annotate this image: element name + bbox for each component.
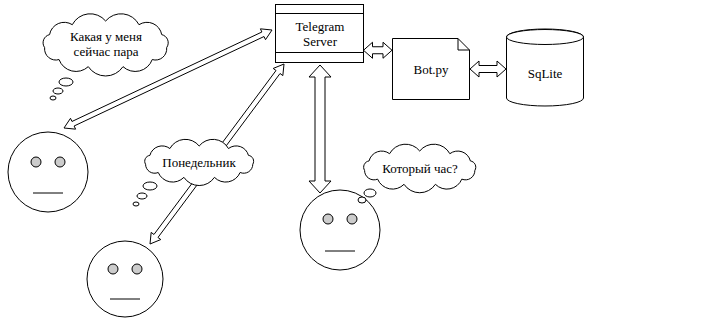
document-fold <box>458 39 470 51</box>
node-label: Telegram Server <box>285 19 355 49</box>
cloud-outline <box>43 13 168 75</box>
band-line <box>276 13 363 14</box>
speech-cloud: Понедельник <box>139 140 259 184</box>
speech-cloud: Какая у меня сейчас пара <box>38 15 173 74</box>
bubble-tail <box>50 78 376 206</box>
document-outline <box>393 39 470 100</box>
node-label: SqLite <box>528 66 563 81</box>
user-face <box>87 241 163 317</box>
user-face <box>300 190 380 270</box>
node-label: Понедельник <box>162 155 235 170</box>
cylinder-top <box>507 29 584 44</box>
script-document: Bot.py <box>392 38 470 100</box>
double-arrow <box>364 42 393 58</box>
user-arrow <box>309 65 331 193</box>
database-cylinder: SqLite <box>506 29 584 106</box>
double-arrow <box>470 61 506 77</box>
node-label: Который час? <box>382 161 458 176</box>
server-box: Telegram Server <box>275 4 364 63</box>
cloud-outline <box>145 139 254 185</box>
node-label: Какая у меня сейчас пара <box>64 29 148 59</box>
node-label: Bot.py <box>413 62 448 77</box>
speech-cloud: Который час? <box>358 145 481 191</box>
user-face <box>8 132 88 212</box>
cylinder-body <box>507 29 584 106</box>
band-line <box>276 52 363 53</box>
cloud-outline <box>364 144 476 193</box>
